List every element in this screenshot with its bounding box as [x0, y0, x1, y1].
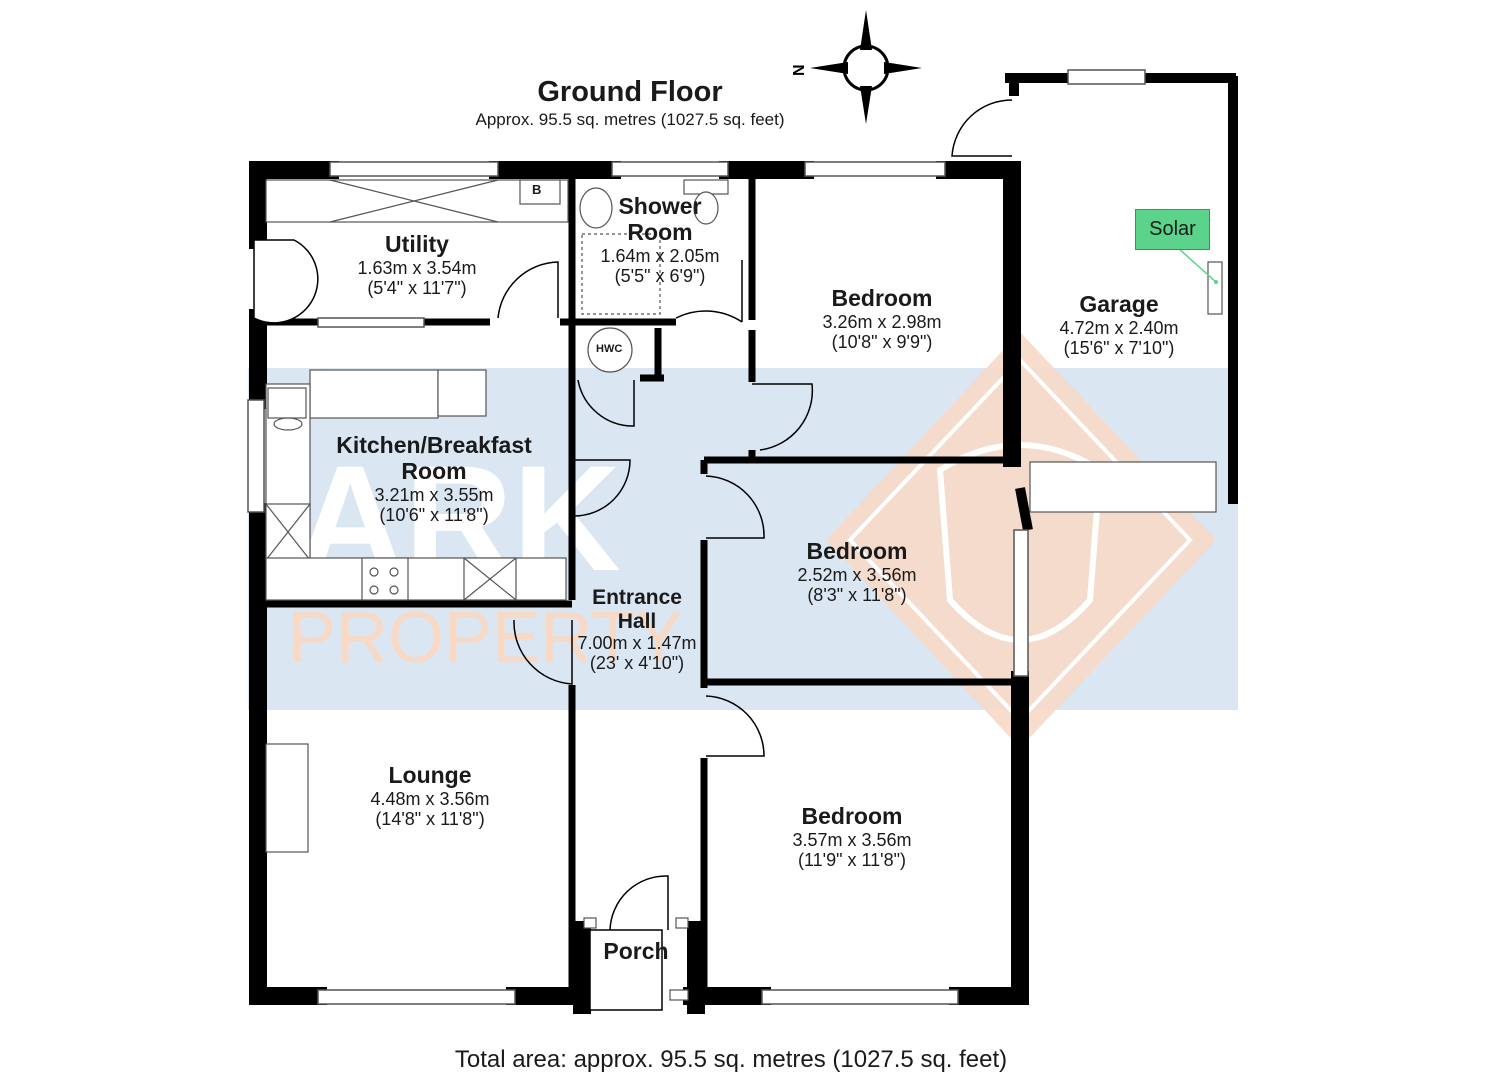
fixtures [265, 179, 1223, 1001]
room-name-2: Hall [617, 609, 657, 633]
room-metric: 3.57m x 3.56m [792, 829, 912, 850]
room-bedroom-2: Bedroom 2.52m x 3.56m (8'3" x 11'8") [757, 538, 957, 605]
room-imperial: (10'6" x 11'8") [379, 504, 489, 525]
room-name: Utility [385, 231, 449, 257]
compass-icon: N [791, 10, 922, 124]
room-imperial: (14'8" x 11'8") [375, 808, 485, 829]
room-name-1: Kitchen/Breakfast [336, 432, 532, 458]
compass-north-label: N [791, 64, 808, 76]
room-name: Bedroom [831, 285, 933, 311]
room-metric: 3.26m x 2.98m [822, 311, 942, 332]
room-imperial: (11'9" x 11'8") [797, 849, 907, 870]
room-metric: 1.64m x 2.05m [600, 245, 720, 266]
room-metric: 4.48m x 3.56m [370, 788, 490, 809]
room-imperial: (5'4" x 11'7") [367, 277, 467, 298]
room-kitchen: Kitchen/Breakfast Room 3.21m x 3.55m (10… [312, 432, 556, 525]
total-area: Total area: approx. 95.5 sq. metres (102… [454, 1046, 1008, 1073]
room-lounge: Lounge 4.48m x 3.56m (14'8" x 11'8") [330, 762, 530, 829]
room-metric: 3.21m x 3.55m [374, 484, 494, 505]
internal-walls [258, 176, 1024, 996]
basin-icon [579, 187, 613, 229]
hwc-label: HWC [596, 343, 623, 355]
room-garage: Garage 4.72m x 2.40m (15'6" x 7'10") [1024, 291, 1214, 358]
windows [247, 69, 1146, 1005]
room-porch: Porch [586, 938, 686, 965]
room-entrance-hall: Entrance Hall 7.00m x 1.47m (23' x 4'10"… [566, 586, 708, 673]
room-bedroom-3: Bedroom 3.57m x 3.56m (11'9" x 11'8") [752, 803, 952, 870]
room-name-1: Shower [618, 193, 702, 219]
garage-walls [1005, 73, 1238, 531]
room-name: Bedroom [806, 538, 908, 564]
room-name: Bedroom [801, 803, 903, 829]
room-utility: Utility 1.63m x 3.54m (5'4" x 11'7") [327, 231, 507, 298]
room-imperial: (10'8" x 9'9") [831, 331, 933, 352]
room-name: Lounge [388, 762, 472, 788]
room-bedroom-1: Bedroom 3.26m x 2.98m (10'8" x 9'9") [782, 285, 982, 352]
floor-title: Ground Floor [537, 76, 723, 108]
toilet-icon [693, 191, 719, 225]
floor-subtitle: Approx. 95.5 sq. metres (1027.5 sq. feet… [475, 110, 785, 129]
room-metric: 4.72m x 2.40m [1059, 317, 1179, 338]
room-name-2: Room [401, 457, 467, 484]
boiler-label: B [532, 182, 542, 197]
room-name: Garage [1079, 291, 1159, 317]
room-shower: Shower Room 1.64m x 2.05m (5'5" x 6'9") [578, 193, 742, 286]
room-name-1: Entrance [592, 586, 682, 609]
boiler-icon [519, 179, 561, 205]
room-imperial: (5'5" x 6'9") [614, 265, 706, 286]
solar-panel-label: Solar [1135, 209, 1210, 250]
hob-icon [361, 557, 409, 601]
room-metric: 2.52m x 3.56m [797, 564, 917, 585]
room-name-2: Room [627, 218, 693, 245]
watermark-property-text: PROPERTY [288, 598, 683, 678]
room-name: Porch [603, 938, 669, 964]
hwc-icon [587, 327, 633, 373]
room-imperial: (15'6" x 7'10") [1063, 337, 1175, 358]
room-metric: 7.00m x 1.47m [577, 633, 697, 654]
room-imperial: (8'3" x 11'8") [807, 584, 907, 605]
doors [253, 99, 1013, 1011]
room-imperial: (23' x 4'10") [589, 653, 685, 674]
room-metric: 1.63m x 3.54m [357, 257, 477, 278]
